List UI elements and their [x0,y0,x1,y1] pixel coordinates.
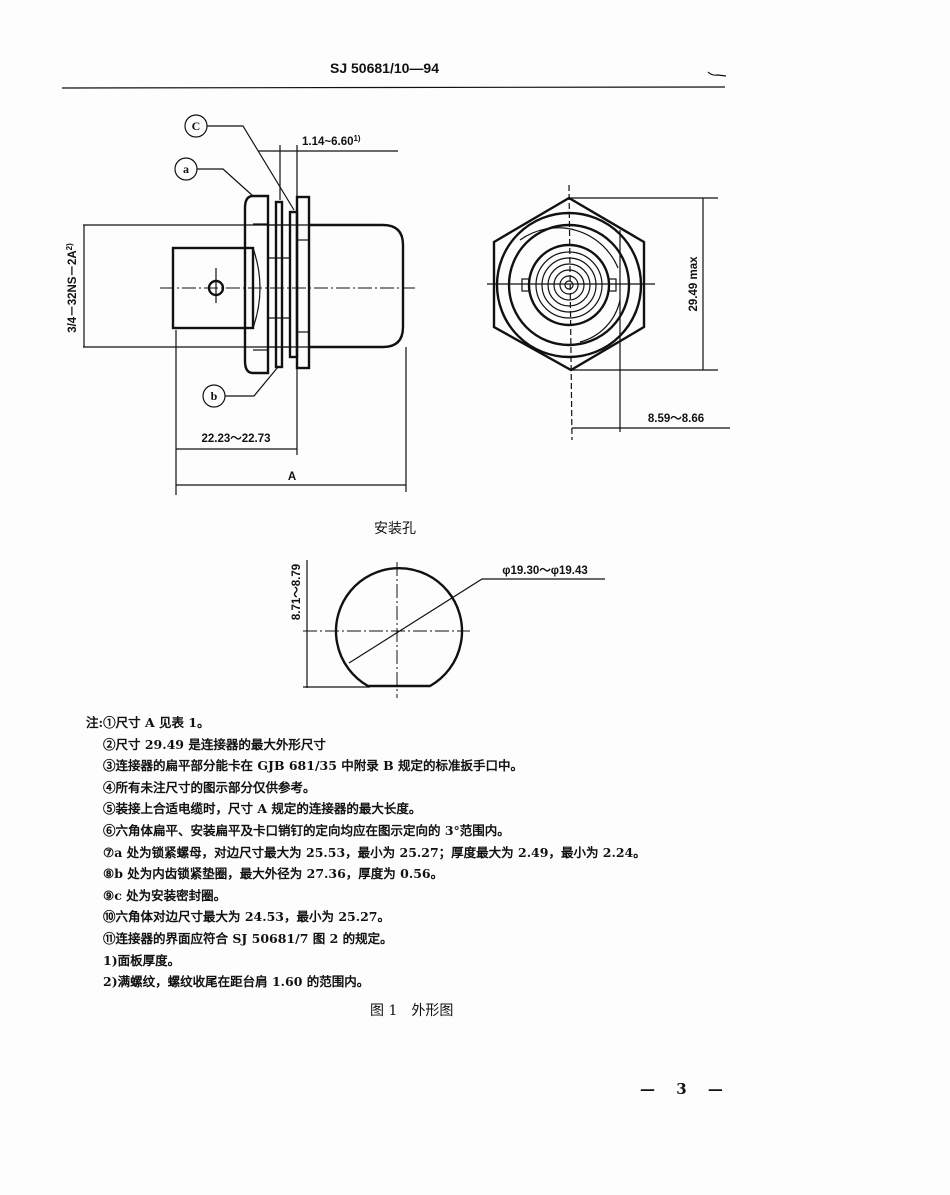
callout-a-label: a [183,162,189,176]
page-number: — 3 — [640,1080,731,1098]
notes-prefix: 注: [86,715,104,730]
lock-washer-b [274,200,284,369]
note-item: ①尺寸 A 见表 1。 [103,715,210,730]
dim-panel-thickness: 1.14~6.601) [302,134,361,148]
note-item: 2)满螺纹，螺纹收尾在距台肩 1.60 的范围内。 [103,974,370,990]
mounting-hole: 8.71～8.79 φ19.30～φ19.43 [291,560,605,698]
document-number: SJ 50681/10—94 [330,60,439,76]
hex-flange [295,195,311,370]
scan-mark [707,71,727,77]
dim-offset: 8.59～8.66 [648,413,704,425]
dim-thread: 3/4－32NS－2A2) [65,243,79,333]
lock-nut-a [243,194,270,375]
dim-overall-a: A [288,471,296,483]
hole-outline [334,567,464,688]
note-item: ⑩六角体对边尺寸最大为 24.53，最小为 25.27。 [103,909,390,925]
note-item: ④所有未注尺寸的图示部分仅供参考。 [103,779,316,795]
contact-face [527,243,611,327]
note-item: ⑤装接上合适电缆时，尺寸 A 规定的连接器的最大长度。 [103,801,422,817]
figure-caption: 图 1 外形图 [370,1003,454,1019]
dim-diameter: φ19.30～φ19.43 [502,565,588,577]
side-view: C a b 1.14~6.601) 3/4－32NS－2A2) 22.23～22… [65,114,415,495]
note-item: ③连接器的扁平部分能卡在 GJB 681/35 中附录 B 规定的标准扳手口中。 [103,758,524,774]
note-item: ②尺寸 29.49 是连接器的最大外形尺寸 [103,736,326,752]
note-item: ⑪连接器的界面应符合 SJ 50681/7 图 2 的规定。 [103,930,393,946]
note-item: 1)面板厚度。 [103,952,181,968]
header-rule [61,86,726,89]
callout-c-label: C [192,119,201,133]
dim-flat: 8.71～8.79 [291,564,303,620]
note-item: ⑧b 处为内齿锁紧垫圈，最大外径为 27.36，厚度为 0.56。 [103,866,444,882]
note-item: ⑥六角体扁平、安装扁平及卡口销钉的定向均应在图示定向的 3°范围内。 [103,822,510,838]
mounting-hole-title: 安装孔 [374,521,416,537]
front-view: 29.49 max 8.59～8.66 [487,184,730,441]
note-item: ⑦a 处为锁紧螺母，对边尺寸最大为 25.53，最小为 25.27；厚度最大为 … [103,844,646,860]
callout-b-label: b [211,389,218,403]
dim-max: 29.49 max [688,256,700,312]
notes: 注:①尺寸 A 见表 1。 ②尺寸 29.49 是连接器的最大外形尺寸 ③连接器… [86,712,646,993]
dim-length-to-flange: 22.23～22.73 [201,433,270,445]
note-item: ⑨c 处为安装密封圈。 [103,887,227,903]
front-body [309,223,405,349]
